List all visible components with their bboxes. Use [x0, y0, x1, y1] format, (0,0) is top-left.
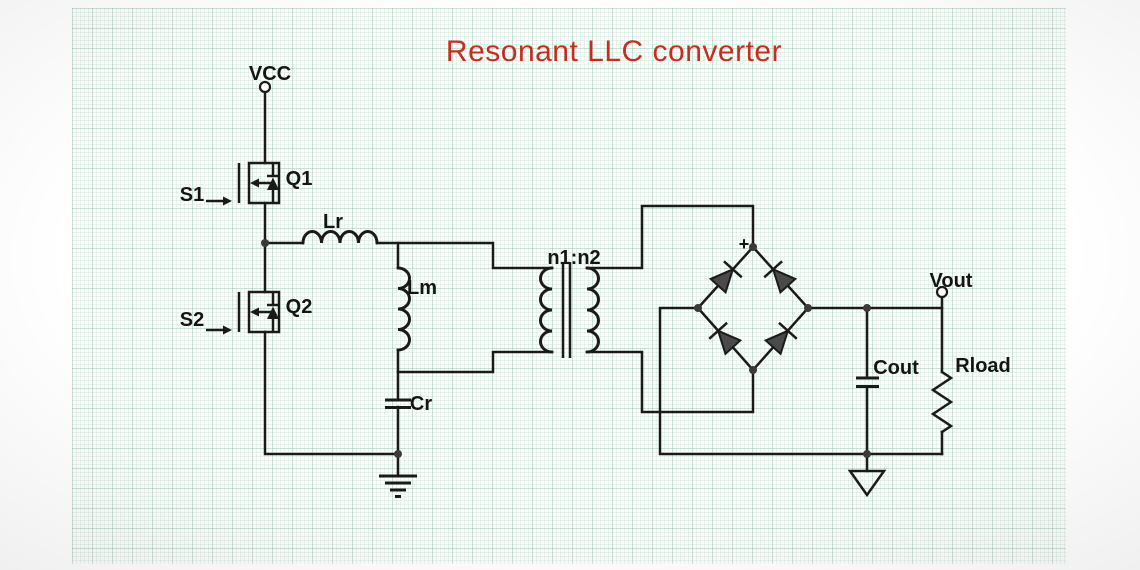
cout-capacitor-symbol — [856, 376, 879, 388]
junction-bridge-bottom — [749, 366, 757, 374]
wire-bridge-right-to-vout — [806, 295, 944, 310]
lr-inductor-symbol — [301, 230, 379, 245]
junction-bridge-top — [749, 243, 757, 251]
wire-switchnode-lr-to-primary-top — [263, 241, 554, 270]
junction-bridge-left — [694, 304, 702, 312]
diode-bridge — [696, 245, 810, 372]
s1-label: S1 — [180, 184, 204, 206]
rload-resistor-symbol — [930, 370, 954, 434]
vout-label: Vout — [930, 270, 973, 292]
s2-label: S2 — [180, 309, 204, 331]
junction-cout-ground — [863, 450, 871, 458]
wire-q2-source-to-cr-ground — [263, 330, 400, 456]
rload-label: Rload — [955, 355, 1011, 377]
ground-symbol-primary — [379, 452, 417, 498]
wire-primary-bottom — [396, 350, 554, 374]
cout-label: Cout — [873, 357, 919, 379]
lr-label: Lr — [323, 211, 343, 233]
vcc-label: VCC — [249, 63, 291, 85]
junction-switch-node — [261, 239, 269, 247]
page-title: Resonant LLC converter — [446, 35, 782, 68]
q2-label: Q2 — [286, 296, 313, 318]
vout-terminal — [935, 285, 949, 299]
wire-secondary-bottom-to-bridge — [585, 350, 755, 414]
vcc-terminal — [258, 80, 272, 94]
lm-label: Lm — [407, 277, 437, 299]
secondary-polarity-plus: + — [739, 234, 750, 254]
q1-mosfet-symbol — [204, 161, 281, 207]
q1-label: Q1 — [286, 168, 313, 190]
junction-bridge-right — [804, 304, 812, 312]
junction-cr-ground — [394, 450, 402, 458]
wire-bridge-left-to-return — [658, 306, 944, 456]
ground-symbol-secondary — [847, 452, 887, 498]
wire-secondary-top-to-bridge — [585, 204, 755, 270]
lm-inductor-symbol — [396, 266, 411, 352]
transformer-symbol — [539, 262, 600, 358]
q2-mosfet-symbol — [204, 290, 281, 336]
transformer-ratio-label: n1:n2 — [547, 247, 600, 269]
cr-label: Cr — [410, 393, 432, 415]
cr-capacitor-symbol — [385, 398, 411, 409]
junction-cout-top — [863, 304, 871, 312]
